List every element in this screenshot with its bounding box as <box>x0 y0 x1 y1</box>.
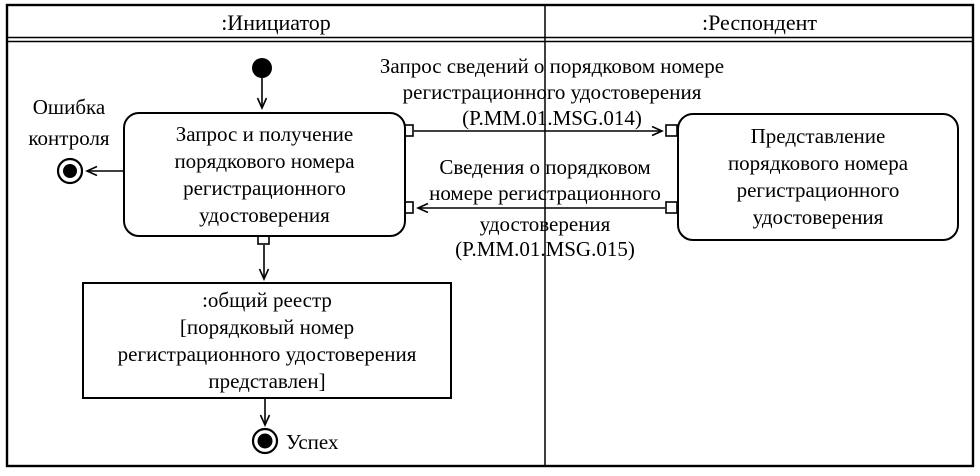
activity-request-box: Запрос и получение порядкового номера ре… <box>123 112 406 237</box>
initial-node <box>252 58 272 78</box>
error-label-line1: Ошибка <box>32 95 106 119</box>
diagram-frame <box>5 3 975 468</box>
message-request-line1: Запрос сведений о порядковом номере <box>379 54 725 78</box>
activity-present-line1: Представление <box>750 124 886 148</box>
registry-line1: :общий реестр <box>202 287 332 312</box>
message-response-label-bottom: удостоверения (P.MM.01.MSG.015) <box>400 212 690 262</box>
registry-line4: представлен] <box>208 368 326 393</box>
registry-line2: [порядковый номер <box>179 314 355 339</box>
message-response-line3: удостоверения <box>479 212 611 236</box>
lane-header-respondent: :Респондент <box>701 10 818 35</box>
message-request-code: (P.MM.01.MSG.014) <box>462 106 642 130</box>
message-request-line2: регистрационного удостоверения <box>402 80 702 104</box>
activity-present-line2: порядкового номера <box>727 151 909 175</box>
success-final-node-core <box>257 433 273 449</box>
activity-request-line1: Запрос и получение <box>175 121 354 146</box>
activity-request-line2: порядкового номера <box>174 148 355 173</box>
activity-present-box: Представление порядкового номера регистр… <box>677 113 959 241</box>
message-response-line2: номере регистрационного <box>429 181 661 205</box>
message-response-code: (P.MM.01.MSG.015) <box>455 237 635 261</box>
message-response-line1: Сведения о порядковом <box>439 155 651 179</box>
error-final-node-core <box>63 164 77 178</box>
lane-header-initiator: :Инициатор <box>221 10 331 35</box>
activity-request-line3: регистрационного <box>183 175 346 200</box>
message-response-label-top: Сведения о порядковом номере регистрацио… <box>400 154 690 206</box>
activity-present-line4: удостоверения <box>752 205 884 229</box>
object-registry-box: :общий реестр [порядковый номер регистра… <box>82 282 452 399</box>
error-final-label: Ошибка контроля <box>10 92 128 154</box>
message-request-label: Запрос сведений о порядковом номере реги… <box>362 53 742 131</box>
error-label-line2: контроля <box>28 126 110 150</box>
activity-present-line3: регистрационного <box>736 178 900 202</box>
registry-line3: регистрационного удостоверения <box>117 341 417 366</box>
activity-request-line4: удостоверения <box>199 202 330 227</box>
success-final-label: Успех <box>286 430 339 454</box>
